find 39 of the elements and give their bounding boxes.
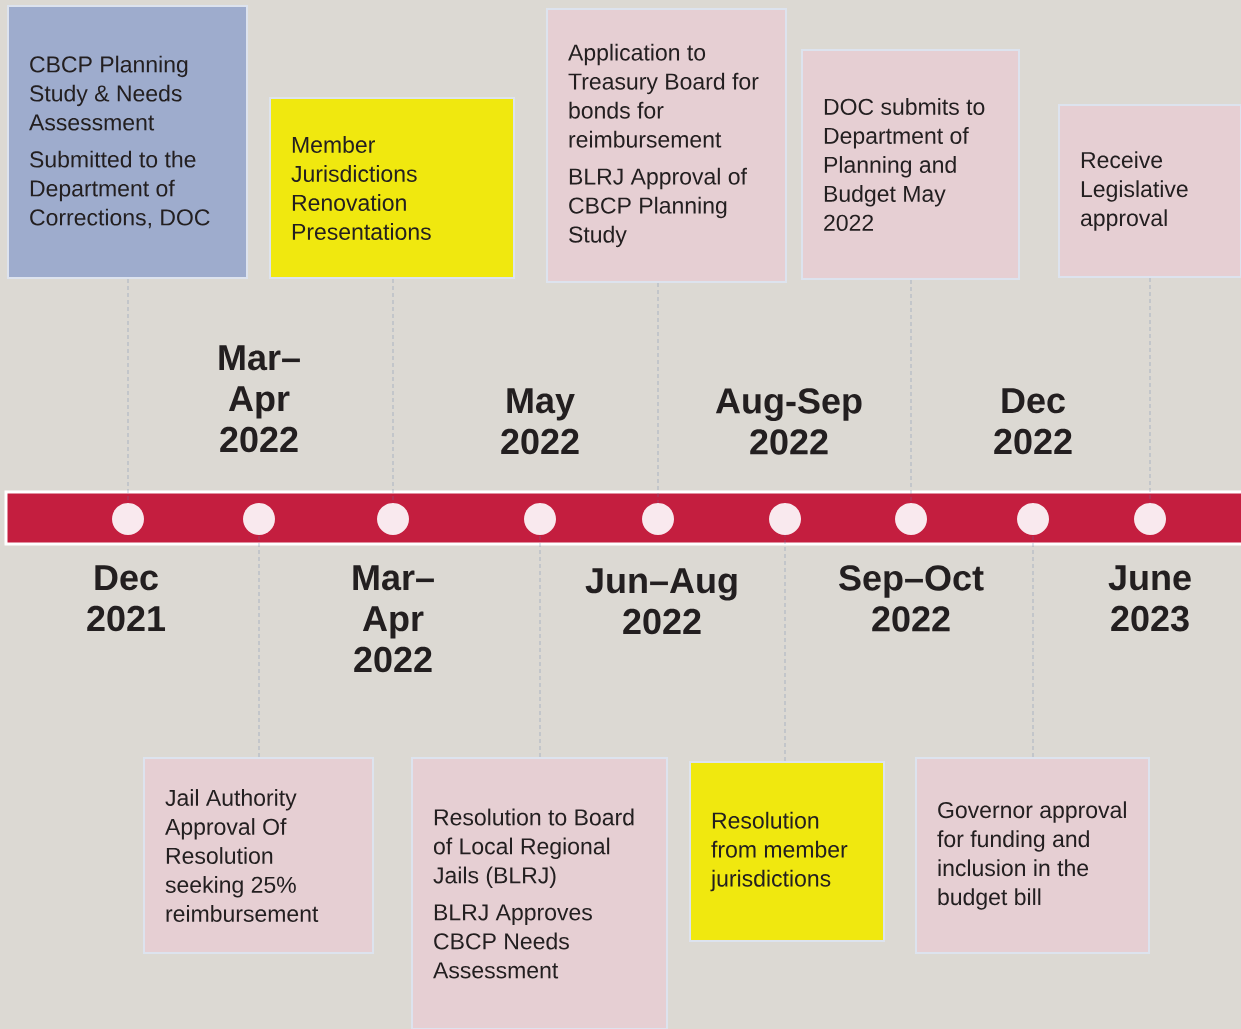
- event-text: Member Jurisdictions Renovation Presentations: [291, 136, 431, 240]
- event-text: Jail Authority Approval Of Resolution seeking 25% reimbursement: [165, 789, 319, 922]
- timeline-dot: [524, 503, 556, 535]
- date-label: Mar– Apr 2022: [353, 565, 434, 673]
- event-box: [546, 8, 787, 283]
- date-label: June 2023: [1108, 565, 1191, 632]
- event-box: [143, 757, 374, 954]
- timeline-dot: [769, 503, 801, 535]
- event-text: Receive Legislative approval: [1081, 151, 1188, 231]
- event-box: [7, 5, 248, 279]
- date-label: Sep–Oct 2022: [839, 565, 984, 632]
- date-label: Aug-Sep 2022: [715, 388, 862, 455]
- event-text: Application to Treasury Board for bonds for reimbursement: [568, 43, 759, 148]
- date-label: May 2022: [501, 388, 579, 455]
- date-label: Dec 2022: [994, 388, 1072, 455]
- timeline-dot: [112, 503, 144, 535]
- timeline-dot: [243, 503, 275, 535]
- event-text: Resolution from member jurisdictions: [710, 811, 848, 892]
- event-text: BLRJ Approves CBCP Needs Assessment: [433, 904, 592, 979]
- event-text: Submitted to the Department of Corrections, DOC: [30, 150, 210, 229]
- event-box: [801, 49, 1020, 280]
- timeline-dot: [1017, 503, 1049, 535]
- event-box: [689, 761, 885, 942]
- timeline-dot: [642, 503, 674, 535]
- timeline-dot: [1134, 503, 1166, 535]
- event-text: CBCP Planning Study & Needs Assessment: [29, 55, 188, 131]
- event-text: Governor approval for funding and inclusion in the budget bill: [937, 801, 1126, 910]
- timeline-dot: [377, 503, 409, 535]
- date-label: Jun–Aug 2022: [585, 568, 737, 635]
- date-label: Dec 2021: [87, 565, 165, 632]
- event-text: Resolution to Board of Local Regional Jails (BLRJ): [433, 808, 634, 888]
- timeline-dot: [895, 503, 927, 535]
- event-text: DOC submits to Department of Planning and Budget May 2022: [824, 98, 985, 231]
- event-box: [269, 97, 515, 279]
- event-box: [411, 757, 668, 1029]
- event-box: [915, 757, 1150, 954]
- event-box: [1058, 104, 1241, 278]
- date-label: Mar– Apr 2022: [219, 345, 300, 453]
- event-text: BLRJ Approval of CBCP Planning Study: [569, 167, 747, 248]
